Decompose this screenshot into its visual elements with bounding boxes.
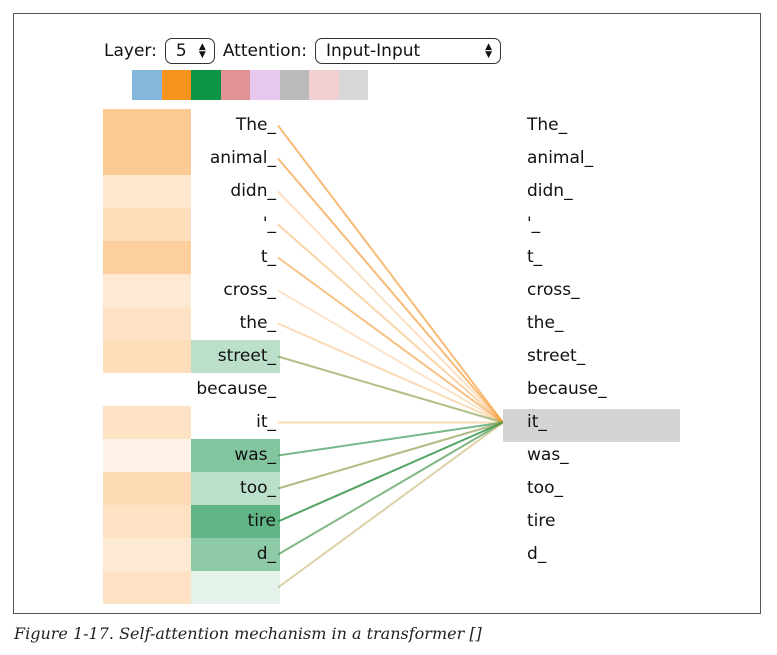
right-token[interactable]: cross_ bbox=[527, 280, 580, 300]
right-token[interactable]: too_ bbox=[527, 478, 563, 498]
head-swatch-7[interactable] bbox=[338, 70, 368, 100]
left-token[interactable]: it_ bbox=[256, 412, 276, 432]
right-token[interactable]: The_ bbox=[527, 115, 568, 135]
attention-heat-cell bbox=[103, 175, 191, 208]
left-token[interactable]: too_ bbox=[240, 478, 276, 498]
right-token[interactable]: was_ bbox=[527, 445, 569, 465]
selected-token-highlight[interactable] bbox=[503, 409, 680, 442]
right-token[interactable]: the_ bbox=[527, 313, 564, 333]
attention-label-box bbox=[191, 340, 280, 373]
attention-line bbox=[277, 124, 504, 424]
attention-heat-cell bbox=[103, 439, 191, 472]
right-token[interactable]: street_ bbox=[527, 346, 586, 366]
head-swatch-6[interactable] bbox=[309, 70, 339, 100]
attention-line bbox=[277, 355, 504, 424]
attention-select[interactable]: Input-Input ▲▼ bbox=[315, 38, 502, 64]
attention-line bbox=[277, 256, 504, 424]
left-token[interactable]: the_ bbox=[239, 313, 276, 333]
attention-label-box bbox=[191, 439, 280, 472]
right-token[interactable]: t_ bbox=[527, 247, 543, 267]
left-token[interactable]: didn_ bbox=[230, 181, 276, 201]
head-swatch-5[interactable] bbox=[279, 70, 309, 100]
left-token[interactable]: animal_ bbox=[209, 148, 276, 168]
attention-heat-cell bbox=[103, 307, 191, 340]
right-token[interactable]: '_ bbox=[527, 214, 541, 234]
left-token[interactable]: was_ bbox=[234, 445, 276, 465]
head-swatch-3[interactable] bbox=[220, 70, 250, 100]
attention-heat-cell bbox=[103, 241, 191, 274]
left-token[interactable]: The_ bbox=[235, 115, 276, 135]
attention-line bbox=[277, 421, 504, 556]
attention-value: Input-Input bbox=[326, 41, 421, 61]
attention-line bbox=[277, 421, 504, 589]
attention-label-box bbox=[191, 505, 280, 538]
attention-heat-cell bbox=[103, 142, 191, 175]
left-token[interactable]: t_ bbox=[260, 247, 276, 267]
head-swatch-1[interactable] bbox=[161, 70, 191, 100]
select-arrows-icon: ▲▼ bbox=[198, 42, 206, 60]
attention-heat-cell bbox=[103, 406, 191, 439]
attention-heat-cell bbox=[103, 571, 191, 604]
layer-select[interactable]: 5 ▲▼ bbox=[164, 38, 215, 64]
right-token[interactable]: d_ bbox=[527, 544, 547, 564]
attention-label-box bbox=[191, 571, 280, 604]
left-token[interactable]: '_ bbox=[262, 214, 276, 234]
attention-line bbox=[277, 322, 504, 424]
head-color-swatches bbox=[132, 70, 368, 100]
head-swatch-2[interactable] bbox=[191, 70, 221, 100]
attention-line bbox=[277, 190, 504, 424]
attention-heat-cell bbox=[103, 208, 191, 241]
attention-heat-cell bbox=[103, 472, 191, 505]
left-token[interactable]: cross_ bbox=[223, 280, 276, 300]
layer-label: Layer: bbox=[104, 41, 157, 61]
attention-line bbox=[277, 421, 504, 457]
attention-heat-cell bbox=[103, 340, 191, 373]
attention-line bbox=[277, 289, 504, 424]
left-token[interactable]: because_ bbox=[196, 379, 276, 399]
attention-heat-cell bbox=[103, 538, 191, 571]
right-token[interactable]: animal_ bbox=[527, 148, 594, 168]
attention-label-box bbox=[191, 472, 280, 505]
attention-line bbox=[277, 421, 504, 490]
attention-heat-cell bbox=[103, 505, 191, 538]
head-swatch-4[interactable] bbox=[250, 70, 280, 100]
layer-value: 5 bbox=[175, 41, 187, 61]
right-token[interactable]: it_ bbox=[527, 412, 547, 432]
figure-caption: Figure 1-17. Self-attention mechanism in… bbox=[14, 624, 482, 643]
right-token[interactable]: tire bbox=[527, 511, 556, 531]
attention-line bbox=[277, 421, 504, 589]
attention-line bbox=[277, 355, 504, 424]
attention-line bbox=[277, 157, 504, 424]
right-token[interactable]: didn_ bbox=[527, 181, 573, 201]
attention-line bbox=[277, 421, 504, 490]
attention-label-box bbox=[191, 538, 280, 571]
head-swatch-0[interactable] bbox=[132, 70, 162, 100]
left-token[interactable]: d_ bbox=[256, 544, 276, 564]
right-token[interactable]: because_ bbox=[527, 379, 607, 399]
attention-heat-cell bbox=[103, 274, 191, 307]
select-arrows-icon: ▲▼ bbox=[485, 42, 493, 60]
attention-line bbox=[277, 421, 504, 523]
left-token[interactable]: tire bbox=[247, 511, 276, 531]
attention-label: Attention: bbox=[222, 41, 308, 61]
attention-line bbox=[277, 223, 504, 424]
left-token[interactable]: street_ bbox=[217, 346, 276, 366]
controls-bar: Layer: 5 ▲▼ Attention: Input-Input ▲▼ bbox=[104, 36, 509, 66]
attention-heat-cell bbox=[103, 109, 191, 142]
